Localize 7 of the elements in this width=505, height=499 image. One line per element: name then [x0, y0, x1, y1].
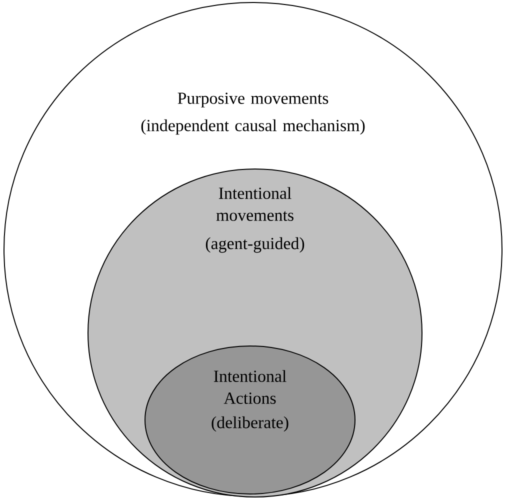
label-text: Intentional Actions — [214, 370, 286, 404]
label-text: (deliberate) — [212, 416, 288, 432]
label-text: (agent-guided) — [206, 237, 304, 253]
nested-ellipse — [144, 346, 356, 494]
label-text: (independent causal mechanism) — [141, 119, 365, 135]
label-text: Purposive movements — [178, 92, 328, 108]
label-text: Intentional movements — [216, 187, 294, 221]
